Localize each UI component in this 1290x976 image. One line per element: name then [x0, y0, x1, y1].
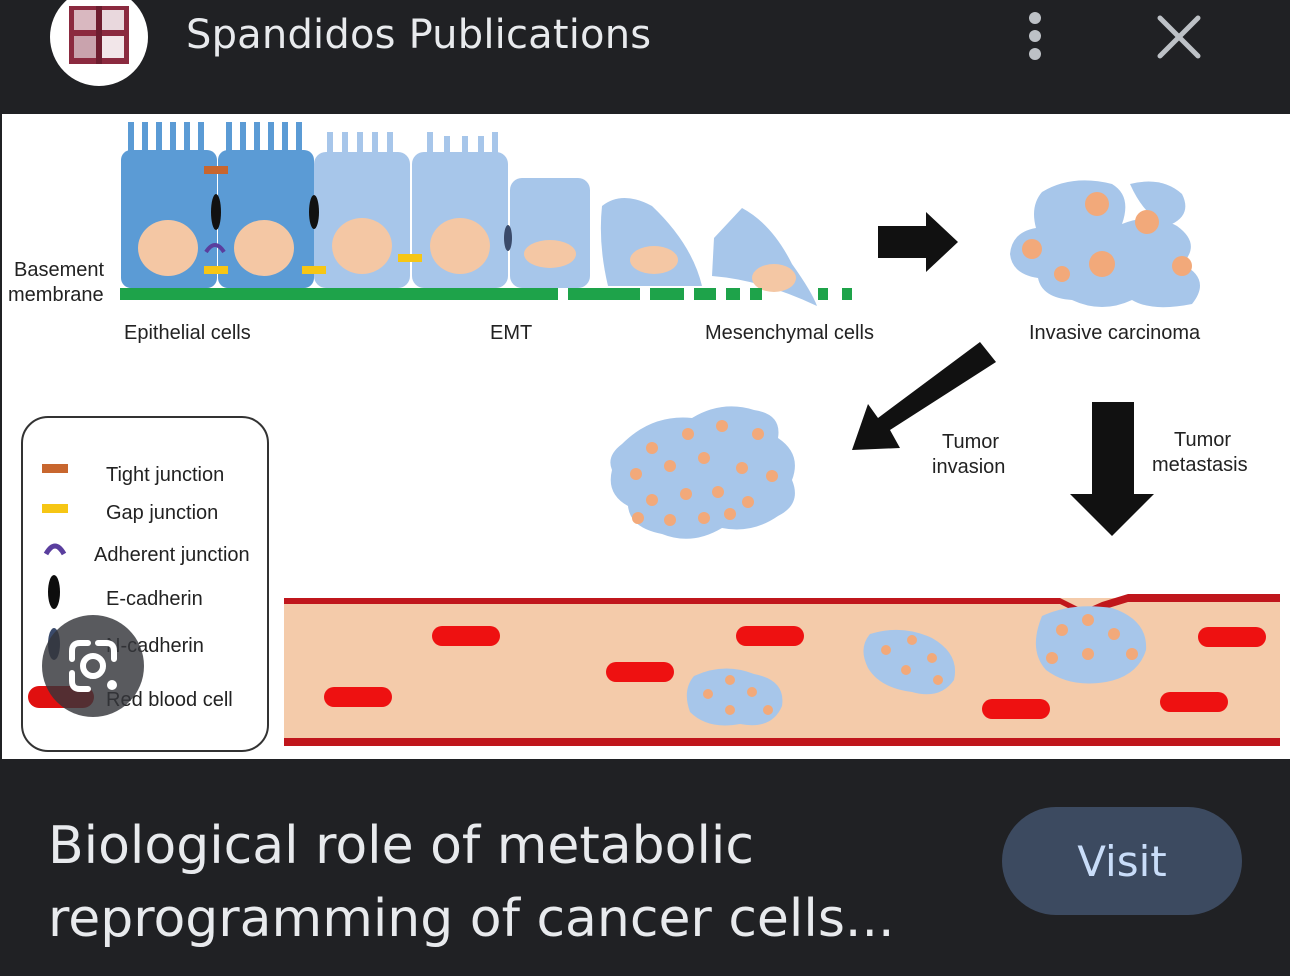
legend-label: Gap junction: [106, 502, 218, 524]
label-tumor-invasion-2: invasion: [932, 456, 1005, 478]
label-tumor-metastasis-2: metastasis: [1152, 454, 1248, 476]
legend-label: E-cadherin: [106, 588, 203, 610]
label-invasive: Invasive carcinoma: [1029, 322, 1201, 344]
spandidos-logo-icon[interactable]: [50, 0, 148, 86]
legend-swatch-adherent: [43, 543, 67, 556]
label-basement-2: membrane: [8, 284, 104, 306]
result-title[interactable]: Biological role of metabolic reprogrammi…: [48, 816, 895, 949]
top-bar: Spandidos Publications: [0, 0, 1290, 113]
invading-cell-cluster: [610, 406, 795, 539]
legend-label: Adherent junction: [94, 544, 250, 566]
blood-vessel: [284, 594, 1280, 746]
epithelial-cells-illustration: [120, 122, 852, 306]
more-vert-icon[interactable]: [1010, 6, 1062, 68]
label-tumor-metastasis-1: Tumor: [1174, 429, 1231, 451]
arrow-invasion-icon: [852, 342, 996, 450]
visit-button[interactable]: Visit: [1002, 807, 1242, 915]
invasive-carcinoma-illustration: [1010, 180, 1200, 308]
legend-swatch-gap: [42, 504, 68, 513]
arrow-metastasis-icon: [1070, 402, 1154, 536]
google-lens-icon[interactable]: [42, 615, 144, 717]
label-emt: EMT: [490, 322, 532, 344]
label-epithelial: Epithelial cells: [124, 322, 251, 344]
site-name[interactable]: Spandidos Publications: [186, 12, 652, 58]
label-mesenchymal: Mesenchymal cells: [705, 322, 874, 344]
close-icon[interactable]: [1150, 10, 1208, 68]
result-image[interactable]: Basement membrane Epithelial cells EMT M…: [2, 114, 1290, 759]
legend-swatch-tight: [42, 464, 68, 473]
label-basement-1: Basement: [14, 259, 104, 281]
label-tumor-invasion-1: Tumor: [942, 431, 999, 453]
arrow-right-icon: [878, 212, 958, 272]
legend-label: Red blood cell: [106, 689, 233, 711]
legend-label: Tight junction: [106, 464, 224, 486]
legend-swatch-ecadherin: [48, 575, 60, 609]
